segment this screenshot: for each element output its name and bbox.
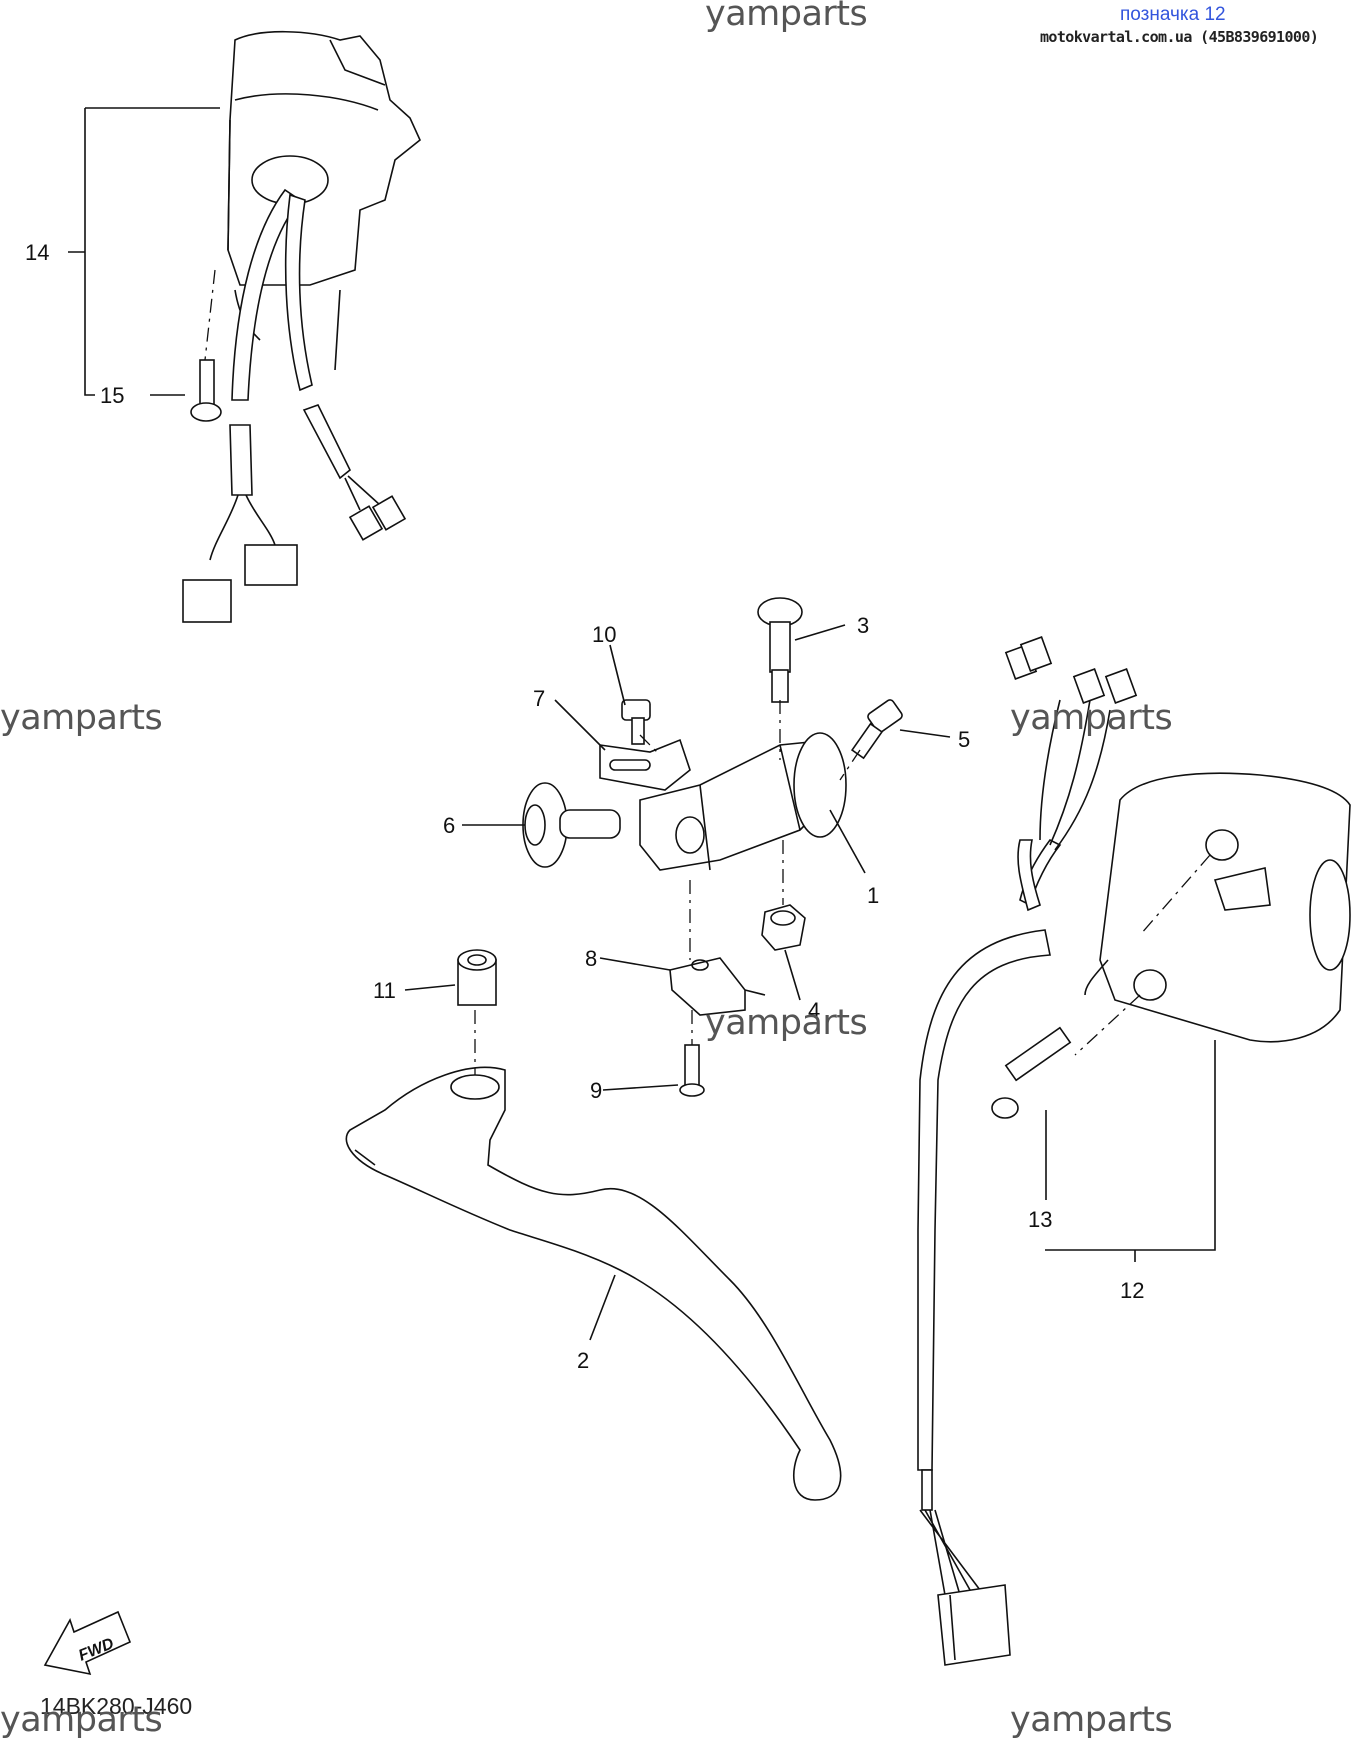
callout-4: 4 — [808, 998, 820, 1023]
callout-2: 2 — [577, 1348, 589, 1373]
watermark: yamparts — [1010, 1700, 1173, 1740]
watermark: yamparts — [705, 1003, 868, 1043]
bracket-part-7 — [599, 738, 691, 791]
adjuster-knob-part-6 — [522, 782, 621, 868]
callout-15: 15 — [100, 383, 124, 408]
nut-part-4 — [761, 904, 806, 951]
fwd-arrow-icon: FWD — [43, 1610, 132, 1676]
callout-10: 10 — [592, 622, 616, 647]
callout-14: 14 — [25, 240, 49, 265]
callout-13: 13 — [1028, 1207, 1052, 1232]
switch-part-8 — [669, 957, 766, 1016]
alignment-lines — [474, 700, 1211, 1075]
lever-part-2 — [345, 1066, 842, 1501]
handlebar-switch-right — [917, 636, 1351, 1666]
callout-5: 5 — [958, 727, 970, 752]
callout-12: 12 — [1120, 1278, 1144, 1303]
callout-1: 1 — [867, 883, 879, 908]
watermark: yamparts — [0, 698, 163, 738]
screw-part-13 — [991, 1026, 1072, 1119]
lever-holder-part-1 — [639, 732, 847, 871]
diagram-code: 14BK280-J460 — [40, 1693, 193, 1719]
callout-6: 6 — [443, 813, 455, 838]
callout-11: 11 — [373, 978, 396, 1003]
screw-part-10 — [621, 699, 651, 745]
handlebar-switch-left — [182, 30, 421, 623]
pivot-bolt-part-3 — [757, 597, 803, 703]
callout-8: 8 — [585, 946, 597, 971]
callouts: 1 2 3 4 5 6 7 8 9 10 11 12 13 14 15 — [25, 240, 1144, 1373]
collar-part-11 — [457, 949, 497, 1006]
watermark: yamparts — [705, 0, 868, 34]
callout-7: 7 — [533, 686, 545, 711]
source-label: motokvartal.com.ua (45B839691000) — [1040, 28, 1319, 46]
screw-part-9 — [679, 1044, 705, 1097]
leader-lines — [68, 107, 1216, 1341]
screw-part-5 — [850, 699, 903, 760]
watermark: yamparts — [1010, 698, 1173, 738]
page-title: позначка 12 — [1120, 4, 1226, 25]
callout-9: 9 — [590, 1078, 602, 1103]
callout-3: 3 — [857, 613, 869, 638]
watermark: yamparts — [0, 1700, 163, 1740]
screw-part-15 — [190, 359, 222, 422]
